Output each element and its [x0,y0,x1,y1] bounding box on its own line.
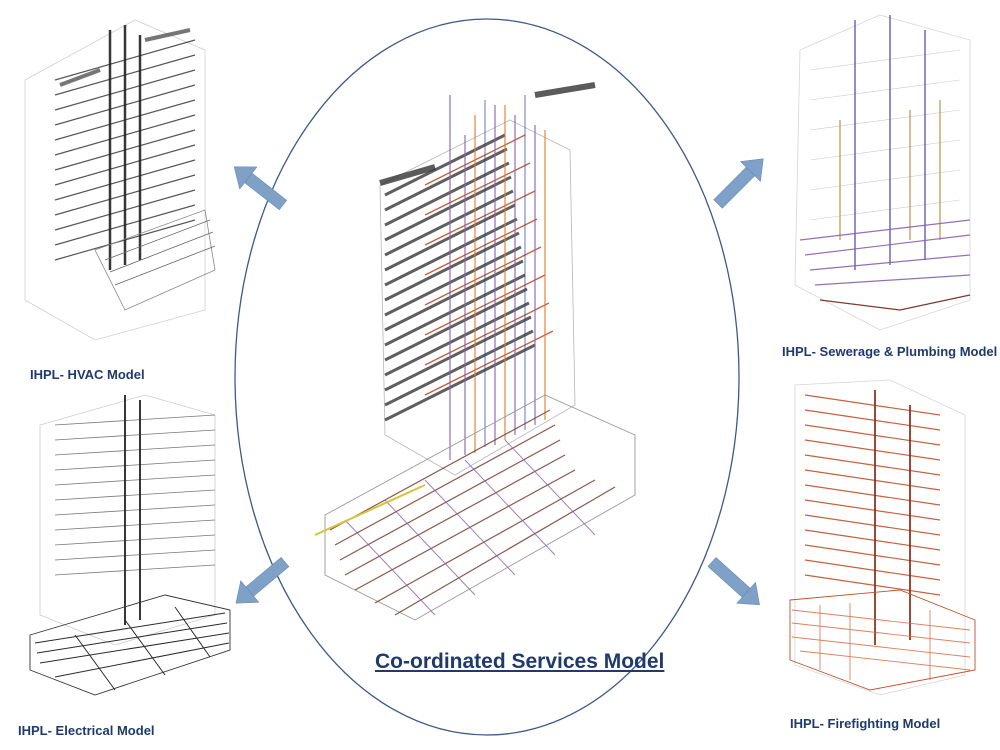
sewerage-plumbing-model-image [780,10,980,335]
arrow-to-hvac [233,166,288,211]
hvac-model-image [15,10,225,350]
firefighting-model-label: IHPL- Firefighting Model [790,716,941,731]
arrow-to-firefighting [707,557,760,606]
hvac-model-label: IHPL- HVAC Model [30,367,145,382]
arrow-to-sewerage [713,158,764,209]
coordinated-services-model-title: Co-ordinated Services Model [375,650,665,673]
central-ellipse [234,18,740,736]
electrical-model-image [15,385,240,710]
arrow-to-electrical [235,556,290,604]
coordinated-services-model-image [305,75,660,645]
firefighting-model-image [780,375,980,705]
electrical-model-label: IHPL- Electrical Model [18,723,155,738]
sewerage-plumbing-model-label: IHPL- Sewerage & Plumbing Model [782,344,998,359]
